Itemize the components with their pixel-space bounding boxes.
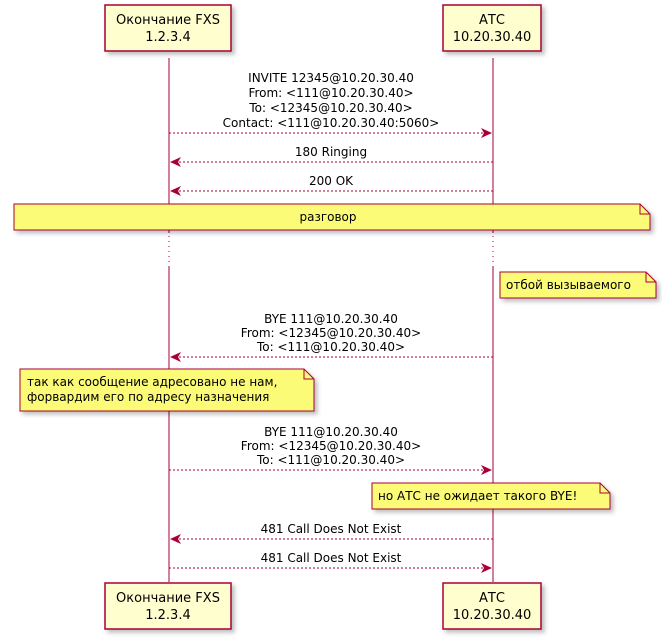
message-481-forwarded: 481 Call Does Not Exist xyxy=(169,551,492,573)
note-text: форвардим его по адресу назначения xyxy=(27,390,269,404)
note-callee-hangup: отбой вызываемого xyxy=(499,271,657,299)
note-forwarding: так как сообщение адресовано не нам, фор… xyxy=(19,368,315,412)
participant-name: АТС xyxy=(479,13,505,28)
participant-address: 1.2.3.4 xyxy=(145,608,190,623)
message-bye-forwarded: BYE 111@10.20.30.40 From: <12345@10.20.3… xyxy=(169,425,492,475)
message-bye-incoming: BYE 111@10.20.30.40 From: <12345@10.20.3… xyxy=(170,312,493,362)
message-label-line: 481 Call Does Not Exist xyxy=(261,522,402,536)
participant-fxs-bottom: Окончание FXS 1.2.3.4 xyxy=(104,582,232,630)
note-text: но АТС не ожидает такого BYE! xyxy=(378,489,577,503)
message-label-line: To: <12345@10.20.30.40> xyxy=(248,101,412,115)
participant-atc-top: АТС 10.20.30.40 xyxy=(442,4,542,52)
message-label-line: BYE 111@10.20.30.40 xyxy=(264,425,398,439)
participant-atc-bottom: АТС 10.20.30.40 xyxy=(442,582,542,630)
message-label-line: 200 OK xyxy=(309,174,354,188)
participant-name: Окончание FXS xyxy=(116,13,220,28)
note-text: разговор xyxy=(299,210,356,224)
note-text: так как сообщение адресовано не нам, xyxy=(27,375,277,389)
participant-name: АТС xyxy=(479,591,505,606)
participant-name: Окончание FXS xyxy=(116,591,220,606)
participant-address: 10.20.30.40 xyxy=(453,608,532,623)
message-180-ringing: 180 Ringing xyxy=(170,145,493,167)
message-label-line: From: <12345@10.20.30.40> xyxy=(241,326,421,340)
note-conversation: разговор xyxy=(13,203,651,231)
message-label-line: To: <111@10.20.30.40> xyxy=(256,340,405,354)
message-invite: INVITE 12345@10.20.30.40 From: <111@10.2… xyxy=(169,71,492,138)
message-label-line: To: <111@10.20.30.40> xyxy=(256,453,405,467)
message-200-ok: 200 OK xyxy=(170,174,493,196)
message-label-line: INVITE 12345@10.20.30.40 xyxy=(248,71,414,85)
message-label-line: 180 Ringing xyxy=(295,145,367,159)
participant-address: 1.2.3.4 xyxy=(145,30,190,45)
participant-address: 10.20.30.40 xyxy=(453,30,532,45)
message-label-line: BYE 111@10.20.30.40 xyxy=(264,312,398,326)
note-text: отбой вызываемого xyxy=(506,278,631,292)
participant-fxs-top: Окончание FXS 1.2.3.4 xyxy=(104,4,232,52)
message-label-line: 481 Call Does Not Exist xyxy=(261,551,402,565)
message-label-line: From: <111@10.20.30.40> xyxy=(248,86,413,100)
message-label-line: From: <12345@10.20.30.40> xyxy=(241,439,421,453)
message-label-line: Contact: <111@10.20.30.40:5060> xyxy=(223,116,440,130)
note-unexpected-bye: но АТС не ожидает такого BYE! xyxy=(371,482,611,510)
message-481-incoming: 481 Call Does Not Exist xyxy=(170,522,493,544)
